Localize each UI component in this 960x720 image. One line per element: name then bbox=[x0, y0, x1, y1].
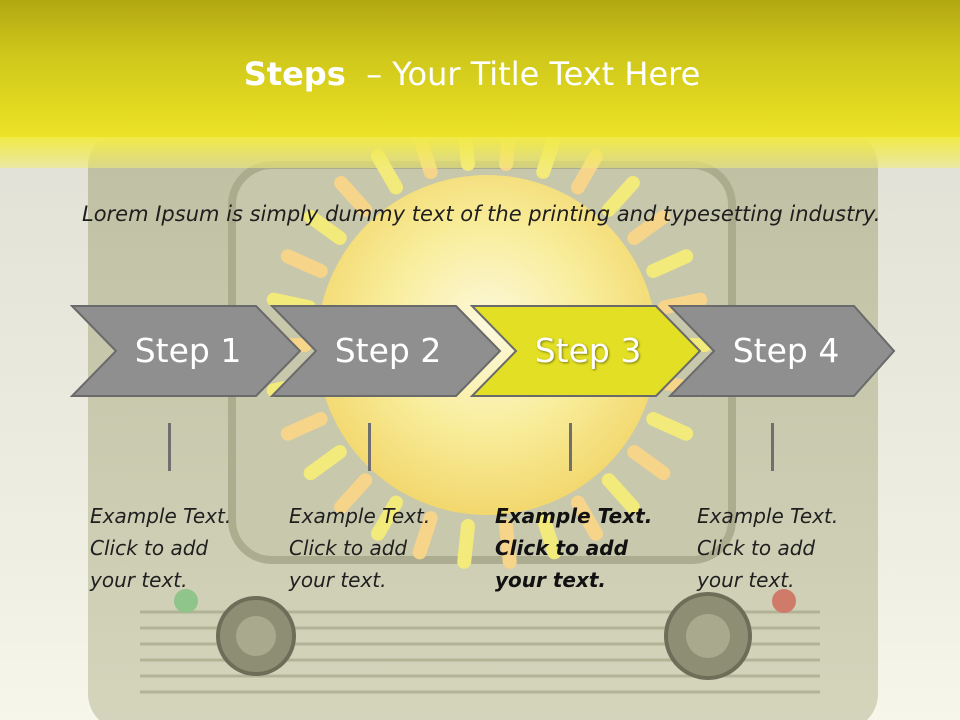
sun-ray bbox=[627, 209, 671, 246]
step-2-line-2: Click to add bbox=[289, 536, 408, 560]
step-3-line-1: Example Text. bbox=[495, 504, 653, 528]
sun-ray bbox=[334, 175, 373, 217]
title-bold: Steps bbox=[243, 55, 346, 93]
chevron-shape bbox=[668, 305, 896, 397]
step-1-line-2: Click to add bbox=[90, 536, 209, 560]
sun-ray bbox=[303, 209, 347, 246]
intro-text[interactable]: Lorem Ipsum is simply dummy text of the … bbox=[82, 202, 881, 226]
step-3-label: Step 3 bbox=[534, 331, 642, 370]
step-4-line-1: Example Text. bbox=[697, 504, 839, 528]
step-4-label: Step 4 bbox=[732, 331, 840, 370]
step-2-line-3: your text. bbox=[289, 568, 387, 592]
step-1-line-1: Example Text. bbox=[90, 504, 232, 528]
step-3-line-2: Click to add bbox=[495, 536, 628, 560]
header-band-solid bbox=[0, 0, 960, 137]
sun-ray bbox=[499, 519, 517, 569]
sun-ray bbox=[371, 495, 403, 541]
sun-ray bbox=[601, 175, 640, 217]
sun-ray bbox=[646, 412, 694, 441]
step-2-chevron[interactable]: Step 2 bbox=[270, 304, 502, 398]
step-3-chevron[interactable]: Step 3 bbox=[470, 304, 702, 398]
tv-light-green bbox=[174, 589, 198, 613]
step-2-label: Step 2 bbox=[334, 331, 442, 370]
chevron-shape bbox=[70, 305, 302, 397]
sun-ray bbox=[536, 511, 562, 560]
slide-title[interactable]: Steps – Your Title Text Here bbox=[0, 52, 944, 96]
step-4-chevron[interactable]: Step 4 bbox=[668, 304, 900, 398]
sun-ray bbox=[601, 473, 640, 515]
sun-ray bbox=[303, 444, 347, 481]
tv-light-red bbox=[772, 589, 796, 613]
step-3-line-3: your text. bbox=[495, 568, 607, 592]
sun-ray bbox=[412, 511, 438, 560]
step-3-connector bbox=[569, 423, 572, 471]
sun-ray bbox=[571, 495, 603, 541]
step-2-text[interactable]: Example Text. Click to add your text. bbox=[289, 500, 469, 596]
step-4-line-3: your text. bbox=[697, 568, 795, 592]
step-3-text[interactable]: Example Text. Click to add your text. bbox=[495, 500, 675, 596]
sun-ray bbox=[646, 249, 694, 278]
chevron-shape bbox=[270, 305, 502, 397]
sun-ray bbox=[280, 249, 328, 278]
sun-ray bbox=[334, 473, 373, 515]
step-4-line-2: Click to add bbox=[697, 536, 816, 560]
step-2-connector bbox=[368, 423, 371, 471]
sun-ray bbox=[457, 519, 475, 569]
step-1-chevron[interactable]: Step 1 bbox=[70, 304, 302, 398]
step-1-text[interactable]: Example Text. Click to add your text. bbox=[90, 500, 270, 596]
step-2-line-1: Example Text. bbox=[289, 504, 431, 528]
step-1-connector bbox=[168, 423, 171, 471]
step-4-text[interactable]: Example Text. Click to add your text. bbox=[697, 500, 877, 596]
step-4-connector bbox=[771, 423, 774, 471]
title-rest: – Your Title Text Here bbox=[366, 55, 701, 93]
chevron-shape bbox=[470, 305, 702, 397]
step-1-line-3: your text. bbox=[90, 568, 188, 592]
step-1-label: Step 1 bbox=[134, 331, 242, 370]
sun-ray bbox=[627, 444, 671, 481]
sun-ray bbox=[280, 412, 328, 441]
